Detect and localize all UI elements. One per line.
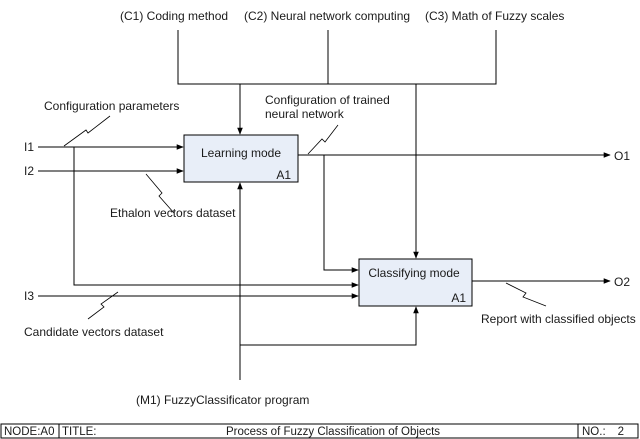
control-c3-label: (C3) Math of Fuzzy scales — [425, 9, 564, 23]
squiggle-config-params — [63, 115, 111, 147]
annotation-candidate: Candidate vectors dataset — [24, 325, 164, 339]
i1-to-classifying-arrow — [73, 147, 359, 288]
classifying-mode-label: Classifying mode — [368, 266, 460, 280]
classifying-mode-box[interactable] — [358, 258, 473, 307]
input-i3-label: I3 — [24, 289, 34, 303]
annotation-squiggles — [63, 115, 547, 320]
learning-mode-box[interactable] — [183, 134, 299, 183]
output-lines — [298, 152, 611, 284]
annotation-config-trained-1: Configuration of trained — [265, 93, 390, 107]
squiggle-report — [505, 282, 547, 307]
control-lines — [177, 30, 497, 259]
footer-frame — [0, 423, 639, 439]
mechanism-lines — [237, 182, 419, 380]
learning-mode-label: Learning mode — [201, 146, 281, 160]
control-c1-label: (C1) Coding method — [120, 9, 228, 23]
squiggle-candidate — [87, 291, 119, 320]
annotation-report: Report with classified objects — [481, 312, 636, 326]
mechanism-label: (M1) FuzzyClassificator program — [136, 393, 309, 407]
annotation-config-params: Configuration parameters — [44, 99, 179, 113]
footer-title-label: TITLE: — [62, 426, 97, 438]
learning-to-classifying-arrow — [323, 155, 359, 273]
footer-bar: NODE:A0 TITLE: Process of Fuzzy Classifi… — [0, 423, 639, 439]
control-c1-c3-bus — [177, 30, 497, 85]
footer-no-value: 2 — [618, 426, 624, 438]
mechanism-to-classifying-arrow — [240, 306, 419, 346]
output-o1-label: O1 — [614, 149, 630, 163]
classifying-mode-node: A1 — [451, 291, 466, 305]
annotation-ethalon: Ethalon vectors dataset — [110, 206, 236, 220]
learning-mode-node: A1 — [276, 168, 291, 182]
input-lines — [38, 144, 359, 299]
squiggle-ethalon — [145, 173, 175, 214]
output-o2-label: O2 — [614, 275, 630, 289]
annotation-config-trained-2: neural network — [265, 107, 345, 121]
squiggle-config-trained — [307, 124, 339, 155]
input-i2-label: I2 — [24, 164, 34, 178]
control-c2-label: (C2) Neural network computing — [244, 9, 410, 23]
footer-no-label: NO.: — [582, 426, 606, 438]
input-i1-label: I1 — [24, 140, 34, 154]
footer-node: NODE:A0 — [4, 426, 55, 438]
footer-title: Process of Fuzzy Classification of Objec… — [226, 426, 440, 438]
